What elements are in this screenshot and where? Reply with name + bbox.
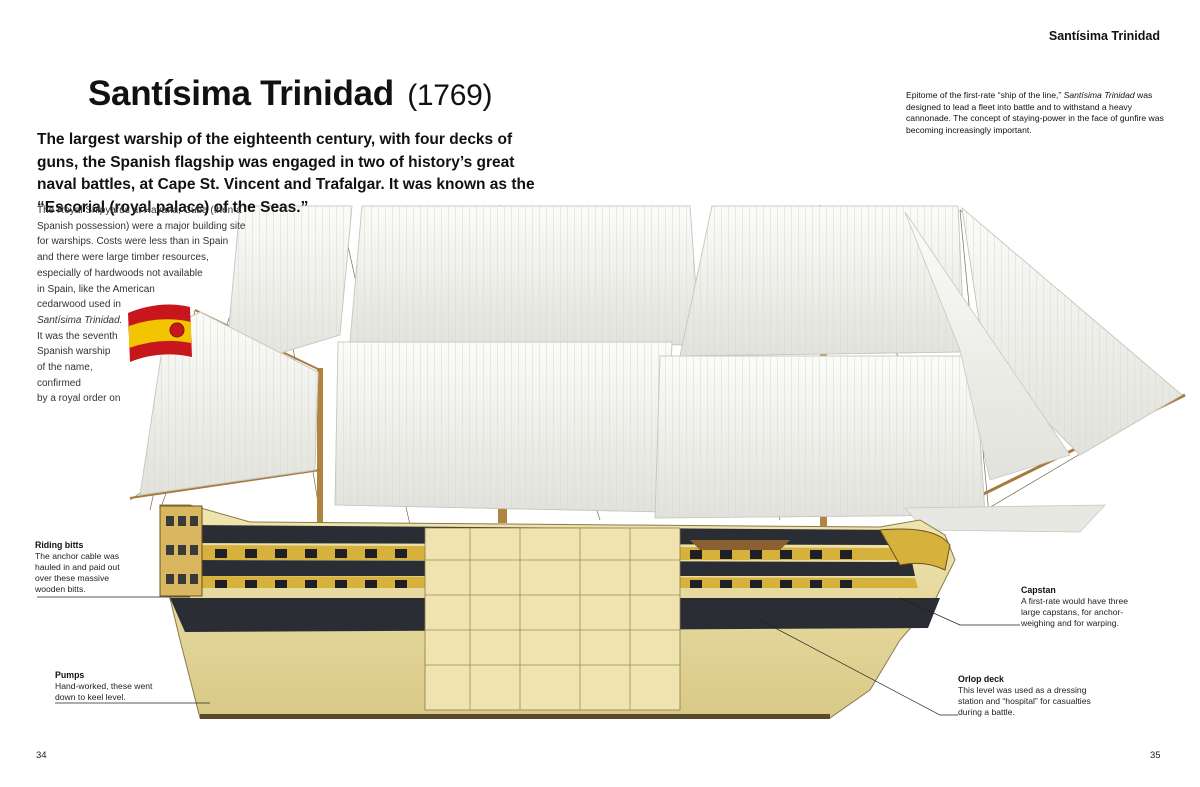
body-line: in Spain, like the American bbox=[37, 283, 155, 295]
callout-riding-bitts: Riding bitts The anchor cable was hauled… bbox=[35, 540, 120, 595]
ships-boat bbox=[690, 540, 790, 550]
page-title: Santísima Trinidad (1769) bbox=[88, 74, 492, 114]
callout-line: The anchor cable was bbox=[35, 551, 120, 561]
body-line: Spanish warship bbox=[37, 346, 111, 358]
body-line: Spanish possession) were a major buildin… bbox=[37, 220, 246, 232]
callout-line: A first-rate would have three bbox=[1021, 596, 1128, 606]
callout-orlop-deck: Orlop deck This level was used as a dres… bbox=[958, 674, 1091, 718]
callout-line: large capstans, for anchor- bbox=[1021, 607, 1124, 617]
body-line: The Royal Shipyards at Havana, Cuba (the… bbox=[37, 205, 242, 216]
sails bbox=[139, 205, 1183, 533]
callout-line: weighing and for warping. bbox=[1021, 618, 1119, 628]
callout-title: Capstan bbox=[1021, 585, 1056, 595]
page-number-left: 34 bbox=[36, 750, 47, 761]
epitome-before: Epitome of the first-rate “ship of the l… bbox=[906, 90, 1064, 100]
body-line: of the name, bbox=[37, 362, 93, 374]
callout-leaders bbox=[37, 596, 1020, 716]
callout-line: station and “hospital” for casualties bbox=[958, 696, 1091, 706]
body-line: It was the seventh bbox=[37, 330, 118, 342]
callout-pumps: Pumps Hand-worked, these went down to ke… bbox=[55, 670, 152, 703]
cutaway-interior bbox=[424, 527, 681, 711]
callout-title: Riding bitts bbox=[35, 540, 84, 550]
body-line: Santísima Trinidad. bbox=[37, 314, 123, 326]
body-line: especially of hardwoods not available bbox=[37, 267, 203, 279]
title-main: Santísima Trinidad bbox=[88, 74, 394, 113]
callout-line: wooden bitts. bbox=[35, 584, 86, 594]
hull bbox=[159, 504, 956, 719]
callout-title: Orlop deck bbox=[958, 674, 1004, 684]
callout-capstan: Capstan A first-rate would have three la… bbox=[1021, 585, 1128, 629]
callout-line: down to keel level. bbox=[55, 692, 126, 702]
spanish-flag bbox=[128, 304, 192, 362]
spanker-boom bbox=[129, 469, 321, 499]
running-head: Santísima Trinidad bbox=[1048, 29, 1160, 43]
epitome-paragraph: Epitome of the first-rate “ship of the l… bbox=[906, 90, 1168, 136]
body-line: and there were large timber resources, bbox=[37, 252, 209, 264]
callout-line: This level was used as a dressing bbox=[958, 685, 1087, 695]
gunports bbox=[215, 549, 852, 588]
callout-line: hauled in and paid out bbox=[35, 562, 120, 572]
body-line: by a royal order on bbox=[37, 393, 121, 405]
callout-line: Hand-worked, these went bbox=[55, 681, 153, 691]
callout-title: Pumps bbox=[55, 670, 85, 680]
body-line: for warships. Costs were less than in Sp… bbox=[37, 236, 229, 248]
callout-line: during a battle. bbox=[958, 707, 1015, 717]
callout-line: over these massive bbox=[35, 573, 110, 583]
epitome-italic: Santísima Trinidad bbox=[1063, 90, 1135, 100]
title-year: (1769) bbox=[407, 79, 493, 112]
body-line: confirmed bbox=[37, 377, 81, 389]
body-line: cedarwood used in bbox=[37, 299, 121, 311]
page-number-right: 35 bbox=[1150, 750, 1161, 761]
epitome-after: was designed to lead a fleet into battle… bbox=[906, 90, 1164, 135]
intro-paragraph: The largest warship of the eighteenth ce… bbox=[37, 131, 535, 216]
body-text: The Royal Shipyards at Havana, Cuba (the… bbox=[37, 203, 245, 407]
